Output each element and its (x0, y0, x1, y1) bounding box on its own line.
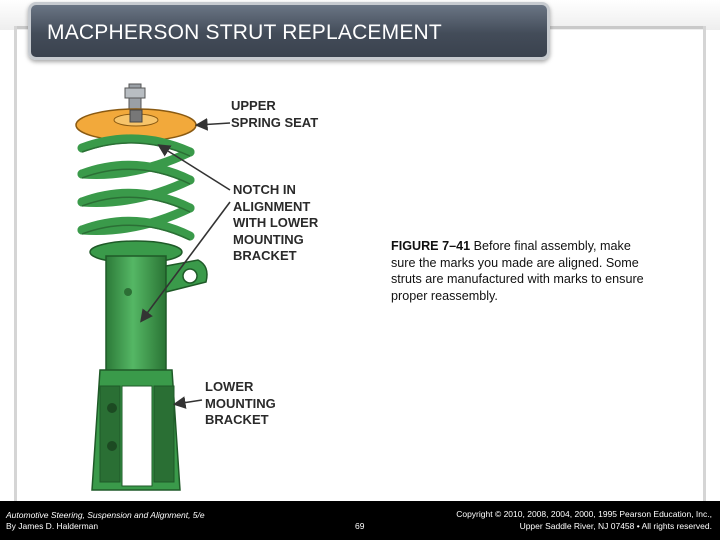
lower-mounting-bracket (91, 369, 181, 491)
pointer-lines (140, 118, 231, 409)
strut-illustration (75, 83, 231, 491)
coil-spring (77, 134, 195, 241)
book-author: By James D. Halderman (6, 521, 99, 531)
footer-copyright: Copyright © 2010, 2008, 2004, 2000, 1995… (456, 508, 712, 532)
footer-book-info: Automotive Steering, Suspension and Alig… (6, 510, 205, 532)
slide-frame-left (14, 26, 17, 501)
caption-text: Before final assembly, make sure the mar… (391, 239, 644, 304)
figure-id: FIGURE 7–41 (391, 239, 471, 253)
title-bar: MACPHERSON STRUT REPLACEMENT (28, 2, 550, 60)
copyright-line-1: Copyright © 2010, 2008, 2004, 2000, 1995… (456, 509, 712, 519)
label-upper-spring-seat: UPPER SPRING SEAT (231, 98, 319, 130)
page-number: 69 (355, 521, 365, 531)
figure-caption: FIGURE 7–41 Before final assembly, make … (391, 238, 653, 305)
copyright-line-2: Upper Saddle River, NJ 07458 • All right… (519, 521, 712, 531)
footer-bar: Automotive Steering, Suspension and Alig… (0, 501, 720, 540)
slide-frame-right (703, 26, 706, 501)
label-notch-alignment: NOTCH IN ALIGNMENT WITH LOWER MOUNTING B… (233, 182, 319, 263)
slide-title: MACPHERSON STRUT REPLACEMENT (47, 21, 442, 44)
label-lower-mounting-bracket: LOWER MOUNTING BRACKET (205, 379, 276, 427)
book-title: Automotive Steering, Suspension and Alig… (6, 510, 205, 520)
